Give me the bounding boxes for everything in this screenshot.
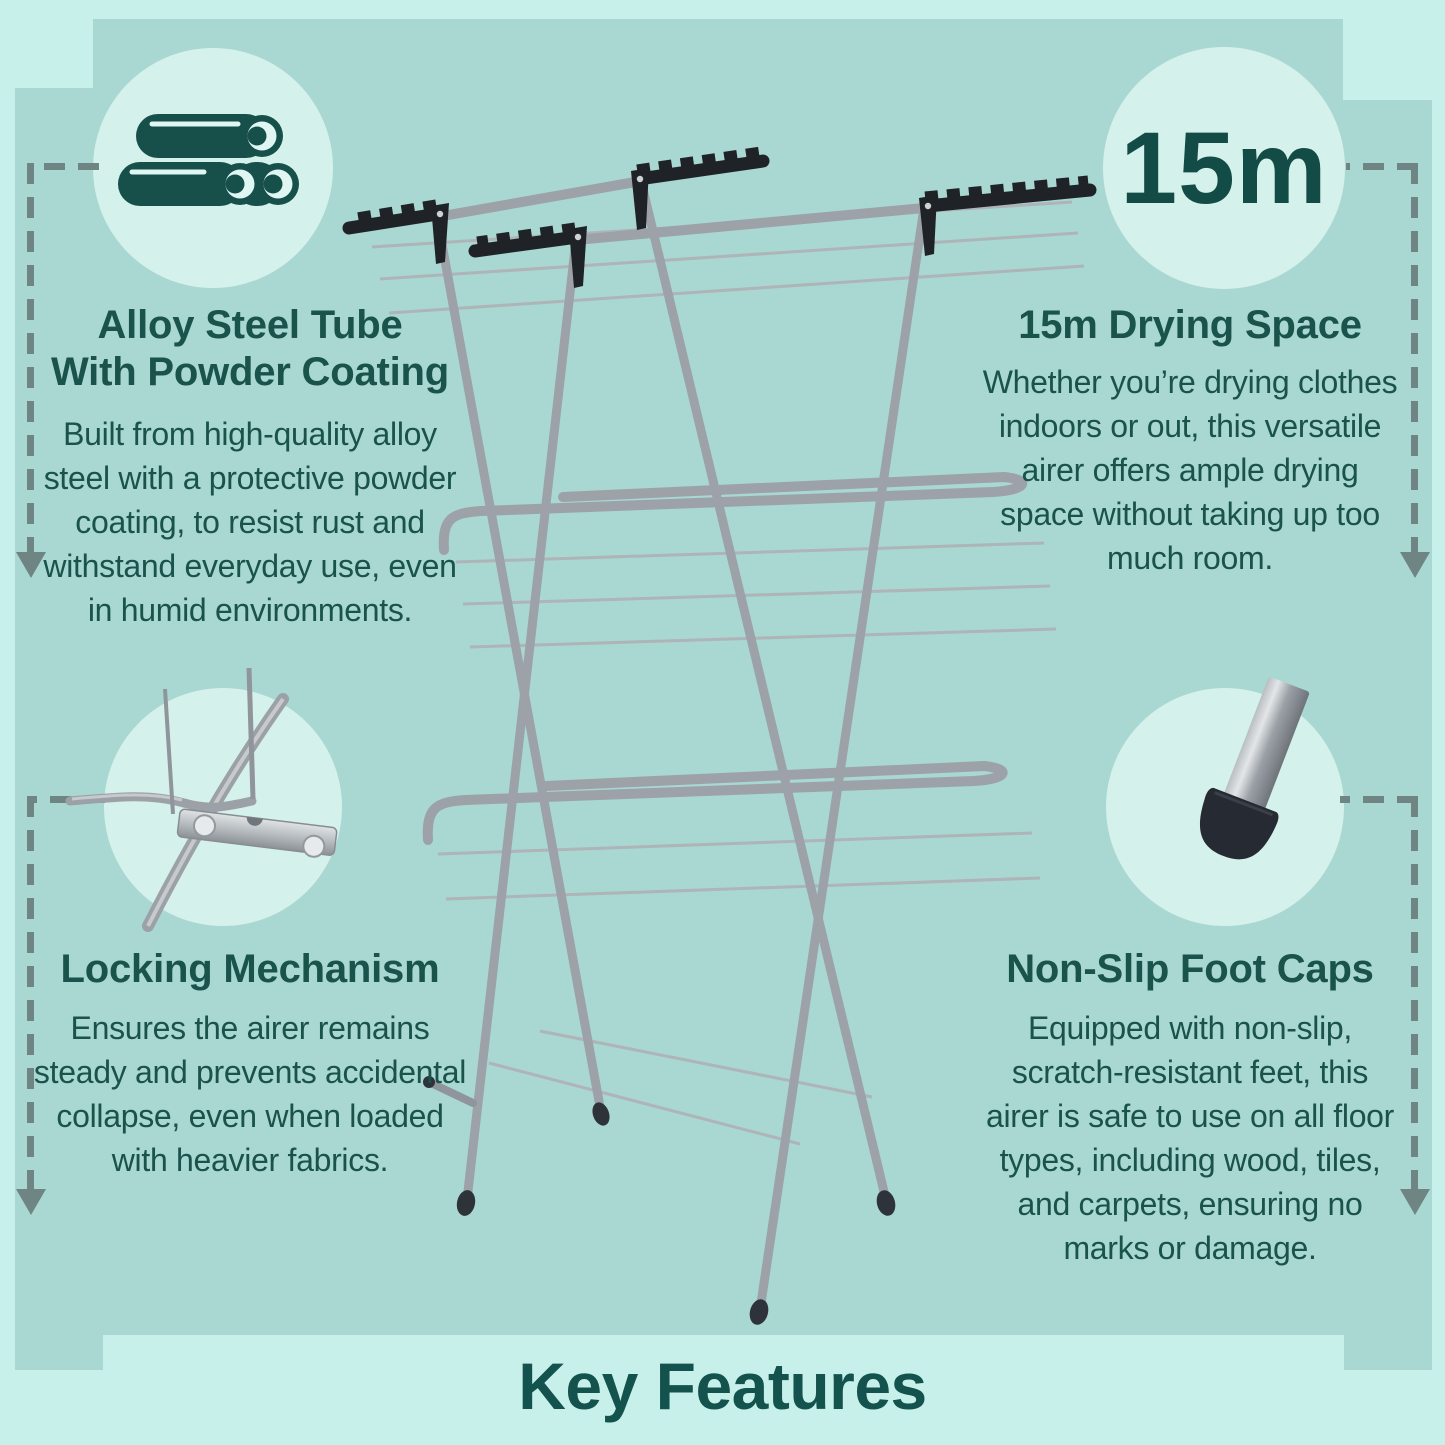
dashed-line-top-right-horizontal (1346, 163, 1418, 170)
body-line: in humid environments. (87, 592, 413, 628)
body-line: with heavier fabrics. (111, 1142, 389, 1178)
body-line: types, including wood, tiles, (999, 1142, 1381, 1178)
feature-heading-drying-space: 15m Drying Space (953, 302, 1427, 349)
dashed-line-top-left-vertical (27, 163, 34, 555)
arrow-down-icon (1400, 1189, 1430, 1215)
body-line: Whether you’re drying clothes (982, 364, 1398, 400)
airer-top-rails (432, 176, 929, 245)
body-line: scratch-resistant feet, this (1011, 1054, 1369, 1090)
page-title: Key Features (518, 1349, 927, 1423)
body-line: steady and prevents accidental (33, 1054, 467, 1090)
feature-heading-non-slip-feet: Non-Slip Foot Caps (953, 946, 1427, 993)
body-line: airer offers ample drying (1021, 452, 1359, 488)
heading-line: Alloy Steel Tube (97, 303, 403, 347)
clothes-airer-drawing (342, 146, 1097, 1325)
body-line: Ensures the airer remains (70, 1010, 430, 1046)
arrow-down-icon (1400, 552, 1430, 578)
corner-step-top-right (1343, 19, 1432, 100)
folding-wings (342, 146, 1097, 288)
body-line: and carpets, ensuring no (1017, 1186, 1363, 1222)
dashed-line-top-right-vertical (1411, 163, 1418, 555)
heading-line: 15m Drying Space (1018, 303, 1362, 347)
drying-wires (371, 200, 1085, 1146)
feature-body-non-slip-feet: Equipped with non-slip, scratch-resistan… (948, 1006, 1432, 1270)
arrow-down-icon (16, 1189, 46, 1215)
airer-feet (456, 1102, 896, 1325)
airer-tier-rails (422, 471, 1028, 845)
feature-body-alloy-steel: Built from high-quality alloy steel with… (8, 412, 492, 632)
body-line: marks or damage. (1063, 1230, 1317, 1266)
body-line: space without taking up too (1000, 496, 1380, 532)
body-line: withstand everyday use, even (43, 548, 457, 584)
feature-body-locking-mechanism: Ensures the airer remains steady and pre… (8, 1006, 492, 1182)
dashed-line-bottom-right-vertical (1411, 796, 1418, 1192)
heading-line: With Powder Coating (50, 350, 450, 394)
body-line: Built from high-quality alloy (63, 416, 437, 452)
corner-step-top-left (15, 19, 93, 88)
drying-space-badge-circle: 15m (1103, 47, 1345, 289)
body-line: much room. (1107, 540, 1273, 576)
corner-step-bottom-left (15, 1335, 103, 1370)
dashed-line-bottom-right-horizontal (1340, 796, 1418, 803)
heading-line: Locking Mechanism (60, 947, 440, 991)
steel-tubes-icon (118, 114, 299, 206)
feature-heading-locking-mechanism: Locking Mechanism (15, 946, 485, 993)
locking-mechanism-photo (65, 667, 338, 932)
feature-heading-alloy-steel: Alloy Steel Tube With Powder Coating (15, 302, 485, 396)
body-line: steel with a protective powder (43, 460, 457, 496)
body-line: coating, to resist rust and (75, 504, 425, 540)
feature-body-drying-space: Whether you’re drying clothes indoors or… (948, 360, 1432, 580)
arrow-down-icon (16, 552, 46, 578)
drying-space-15m-badge: 15m (1120, 110, 1328, 225)
body-line: airer is safe to use on all floor (985, 1098, 1395, 1134)
heading-line: Non-Slip Foot Caps (1006, 947, 1374, 991)
non-slip-foot-cap-photo (1199, 677, 1310, 860)
body-line: Equipped with non-slip, (1028, 1010, 1352, 1046)
body-line: indoors or out, this versatile (998, 408, 1382, 444)
dashed-line-bottom-left-vertical (27, 796, 34, 1192)
airer-legs (432, 176, 929, 1315)
dashed-line-top-left-horizontal (27, 163, 99, 170)
body-line: collapse, even when loaded (56, 1098, 444, 1134)
corner-step-bottom-right (1344, 1335, 1432, 1370)
